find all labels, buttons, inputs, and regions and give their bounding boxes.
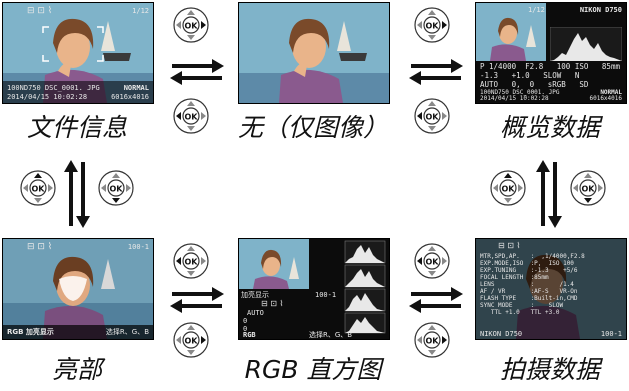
arrow-pair-horizontal-icon [409,59,463,85]
image-size: 6016x4016 [111,93,149,101]
multi-selector-left-icon: OK [173,98,209,134]
screen-rgb-histogram: 加亮显示 100-1 ⊟ ⊡ ⌇ AUTO 0 0 RGB 选择R、G、B [238,238,390,340]
multi-selector-right-icon: OK [173,322,209,358]
svg-text:OK: OK [185,22,199,31]
multi-selector-up-icon: OK [490,170,526,206]
camera-model: NIKON D750 [579,6,622,14]
arrow-pair-vertical-icon [64,160,90,228]
caption-rgb-histogram: RGB 直方图 [244,355,382,384]
portrait-photo [3,3,153,103]
portrait-thumbnail [239,239,389,339]
caption-image-only: 无（仅图像） [237,113,388,142]
svg-text:OK: OK [185,337,199,346]
arrow-pair-horizontal-icon [409,287,463,313]
multi-selector-down-icon: OK [98,170,134,206]
arrow-pair-vertical-icon [536,160,562,228]
svg-text:OK: OK [110,185,124,194]
protect-retouch-icons: ⊟ ⊡ ⌇ [27,242,53,252]
date-time: 2014/04/15 10:02:28 [7,93,88,101]
multi-selector-right-icon: OK [414,7,450,43]
quality-label: NORMAL [123,84,149,92]
camera-model: NIKON D750 [480,330,523,338]
folder-file-name: 100ND750 DSC_0001. JPG [7,84,100,92]
arrow-pair-horizontal-icon [170,59,224,85]
svg-text:OK: OK [426,113,440,122]
portrait-photo-dimmed [476,239,626,339]
frame-counter: 100-1 [315,291,337,299]
multi-selector-left-icon: OK [414,98,450,134]
portrait-photo [239,3,389,103]
shooting-row-3: AUTO 0, 0 sRGB SD [480,80,589,89]
footer-left: RGB [243,331,256,339]
frame-counter: 100-1 [600,330,622,338]
footer-right: 选择R、G、B [309,331,353,339]
caption-file-info: 文件信息 [26,113,127,142]
screen-overview: 1/12 NIKON D750 P 1/4000 F2.8 100 ISO 85… [475,2,627,104]
screen-image-only [238,2,390,104]
shooting-line: EXP.MODE,ISO :P, ISO 100 [480,260,574,267]
multi-selector-left-icon: OK [173,243,209,279]
date-time: 2014/04/15 10:02:28 [480,95,549,102]
shooting-line: LENS : /1.4 [480,281,574,288]
shooting-line: AF / VR :AF-S VR-On [480,288,578,295]
svg-text:OK: OK [32,185,46,194]
screen-shooting-data: ⊟ ⊡ ⌇ MTR,SPD,AP. : ,1/4000,F2.8 EXP.MOD… [475,238,627,340]
shooting-line: SYNC MODE : SLOW [480,302,564,309]
protect-retouch-icons: ⊟ ⊡ ⌇ [261,299,284,308]
multi-selector-left-icon: OK [414,243,450,279]
histogram [550,27,622,61]
shooting-row-2: -1.3 +1.0 SLOW N [480,71,580,80]
shooting-row-1: P 1/4000 F2.8 100 ISO 85mm [480,62,620,71]
shooting-line: FLASH TYPE :Built-in,CMD [480,295,578,302]
arrow-pair-horizontal-icon [170,287,224,313]
wb-fine-tune-b: 0 [243,325,248,333]
caption-shooting-data: 拍摄数据 [499,355,600,384]
footer-right: 选择R、G、B [105,328,149,336]
multi-selector-right-icon: OK [414,322,450,358]
shooting-line: TTL +1.0 TTL +3.0 [480,309,560,316]
footer-left: RGB 加亮显示 [7,328,54,336]
svg-text:OK: OK [426,22,440,31]
frame-counter: 1/12 [528,6,545,14]
caption-highlights: 亮部 [51,355,102,384]
protect-retouch-icons: ⊟ ⊡ ⌇ [27,6,53,16]
image-size: 6016x4016 [589,95,622,102]
svg-text:OK: OK [426,258,440,267]
portrait-photo-highlights [3,239,153,339]
shooting-line: EXP.TUNING :-1.3 +5/6 [480,267,578,274]
caption-overview: 概览数据 [499,113,600,142]
wb-fine-tune-a: 0 [243,317,248,325]
screen-highlights: ⊟ ⊡ ⌇ 100-1 RGB 加亮显示 选择R、G、B [2,238,154,340]
svg-text:OK: OK [185,258,199,267]
protect-retouch-icons: ⊟ ⊡ ⌇ [498,241,521,250]
frame-counter: 100-1 [127,243,149,251]
quality-label: NORMAL [600,89,622,96]
frame-counter: 1/12 [132,7,149,15]
svg-text:OK: OK [502,185,516,194]
svg-text:OK: OK [426,337,440,346]
shooting-line: FOCAL LENGTH :85mm [480,274,549,281]
shooting-line: MTR,SPD,AP. : ,1/4000,F2.8 [480,253,585,260]
svg-text:OK: OK [185,113,199,122]
highlight-label: 加亮显示 [241,291,269,299]
screen-file-info: ⊟ ⊡ ⌇ 1/12 100ND750 DSC_0001. JPG NORMAL… [2,2,154,104]
multi-selector-down-icon: OK [570,170,606,206]
folder-file-name: 100ND750 DSC_0001. JPG [480,89,560,96]
multi-selector-right-icon: OK [173,7,209,43]
svg-text:OK: OK [582,185,596,194]
white-balance: AUTO [247,309,264,317]
multi-selector-up-icon: OK [20,170,56,206]
